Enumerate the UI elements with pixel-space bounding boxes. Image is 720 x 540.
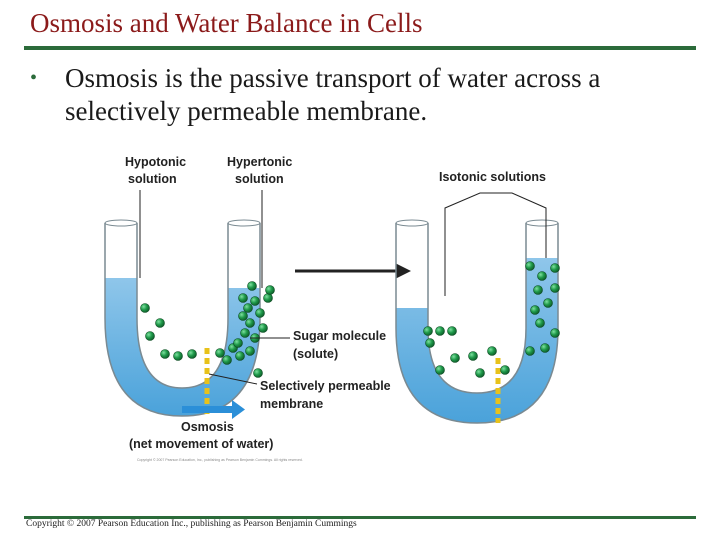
osmosis-arrowhead [232,400,245,419]
osmosis-label-line2: (net movement of water) [129,437,273,451]
left-tube-rim [104,219,138,227]
figure-copyright: Copyright © 2007 Pearson Education, Inc.… [137,458,303,462]
u-tube-right [395,192,559,424]
right-right-rim [525,219,559,227]
hypotonic-label-line1: Hypotonic [125,155,186,169]
osmosis-label-line1: Osmosis [181,420,234,434]
membrane-label-line1: Selectively permeable [260,379,391,393]
osmosis-diagram: Hypotonic solution Hypertonic solution I… [104,155,560,462]
left-tube-outline [104,223,261,417]
right-tube-rim [227,219,261,227]
sugar-label-line1: Sugar molecule [293,329,386,343]
right-tube-outline [395,223,559,424]
right-molecules [423,261,560,378]
footer-divider [24,516,696,519]
isotonic-label: Isotonic solutions [439,170,546,184]
membrane-pointer [208,373,258,385]
left-molecules [140,281,275,378]
bullet-icon: • [30,67,38,89]
title-divider [24,46,696,50]
footer-copyright: Copyright © 2007 Pearson Education Inc.,… [26,519,357,529]
bullet-item: • Osmosis is the passive transport of wa… [30,62,690,128]
u-tube-left [104,190,263,417]
membrane-label-line2: membrane [260,397,323,411]
right-left-rim [395,219,429,227]
isotonic-pointer [444,192,547,296]
right-tube-water [396,258,558,423]
slide-title: Osmosis and Water Balance in Cells [30,8,423,38]
hypertonic-label-line1: Hypertonic [227,155,292,169]
left-tube-water [105,278,260,416]
hypertonic-label-line2: solution [235,172,284,186]
hypotonic-label-line2: solution [128,172,177,186]
osmosis-arrow [182,406,232,413]
bullet-text: Osmosis is the passive transport of wate… [65,63,601,126]
sugar-label-line2: (solute) [293,347,338,361]
